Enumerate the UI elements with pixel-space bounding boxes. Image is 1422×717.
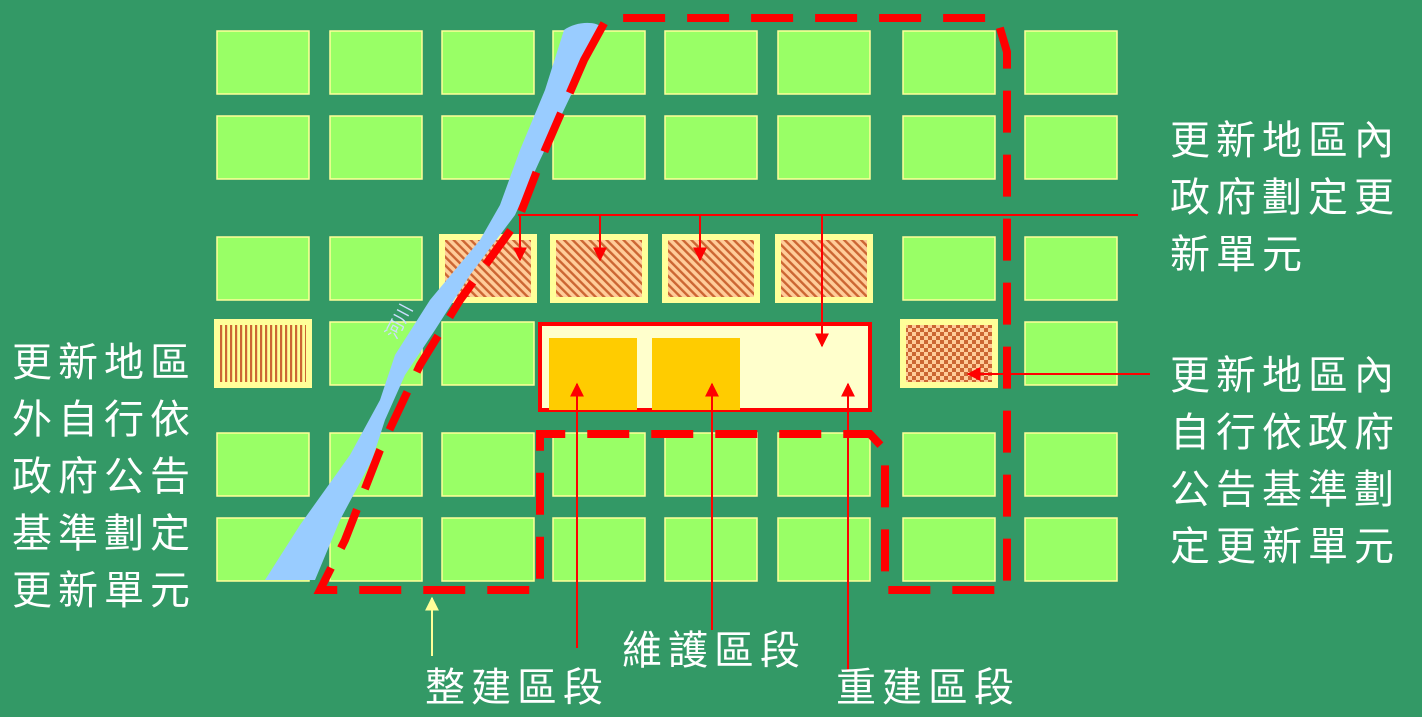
city-block [441,432,535,497]
city-block [1024,321,1118,386]
label-line: 更新單元 [12,568,196,614]
city-block [216,115,310,180]
city-block [552,432,646,497]
city-block [1024,517,1118,582]
city-block [329,30,423,95]
city-block [441,321,535,386]
maintenance-block [652,338,740,410]
label-self-unit-inside: 更新地區內 自行依政府 公告基準劃 定更新單元 [1170,348,1400,576]
label-line: 更新地區內 [1170,353,1400,399]
boundary-group [313,14,1011,594]
city-block [552,115,646,180]
label-line: 外自行依 [12,397,196,443]
city-block [902,432,996,497]
city-block-grid [214,30,1118,582]
city-block [902,30,996,95]
city-block [216,236,310,301]
city-block [777,115,871,180]
city-block [664,30,758,95]
label-line: 基準劃定 [12,511,196,557]
renewal-unit-block [214,319,312,388]
city-block [902,517,996,582]
city-block [664,115,758,180]
label-line: 新單元 [1170,232,1308,278]
maintenance-block [549,338,637,410]
label-line: 政府劃定更 [1170,175,1400,221]
label-line: 更新地區 [12,340,196,386]
label-line: 公告基準劃 [1170,467,1400,513]
renewal-unit-block [775,234,873,303]
city-block [902,115,996,180]
city-block [1024,236,1118,301]
label-line: 政府公告 [12,454,196,500]
city-block [777,517,871,582]
label-line: 自行依政府 [1170,410,1400,456]
label-maintenance: 維護區段 [622,628,806,674]
label-rehabilitation: 整建區段 [425,665,609,711]
city-block [329,115,423,180]
arrows [513,214,1150,672]
city-block [777,432,871,497]
city-block [777,30,871,95]
label-line: 更新地區內 [1170,118,1400,164]
city-block [1024,30,1118,95]
city-block [441,30,535,95]
label-line: 定更新單元 [1170,524,1400,570]
city-block [1024,115,1118,180]
city-block [1024,432,1118,497]
label-government-unit: 更新地區內 政府劃定更 新單元 [1170,113,1400,284]
city-block [216,30,310,95]
label-self-unit-outside: 更新地區 外自行依 政府公告 基準劃定 更新單元 [12,335,196,620]
city-block [441,517,535,582]
renewal-unit-block [900,319,998,388]
city-block [902,236,996,301]
city-block [216,432,310,497]
city-block [552,517,646,582]
city-block [329,236,423,301]
river [265,22,603,580]
renewal-unit-block [662,234,760,303]
label-reconstruction: 重建區段 [836,665,1020,711]
renewal-area-boundary [313,14,1011,594]
